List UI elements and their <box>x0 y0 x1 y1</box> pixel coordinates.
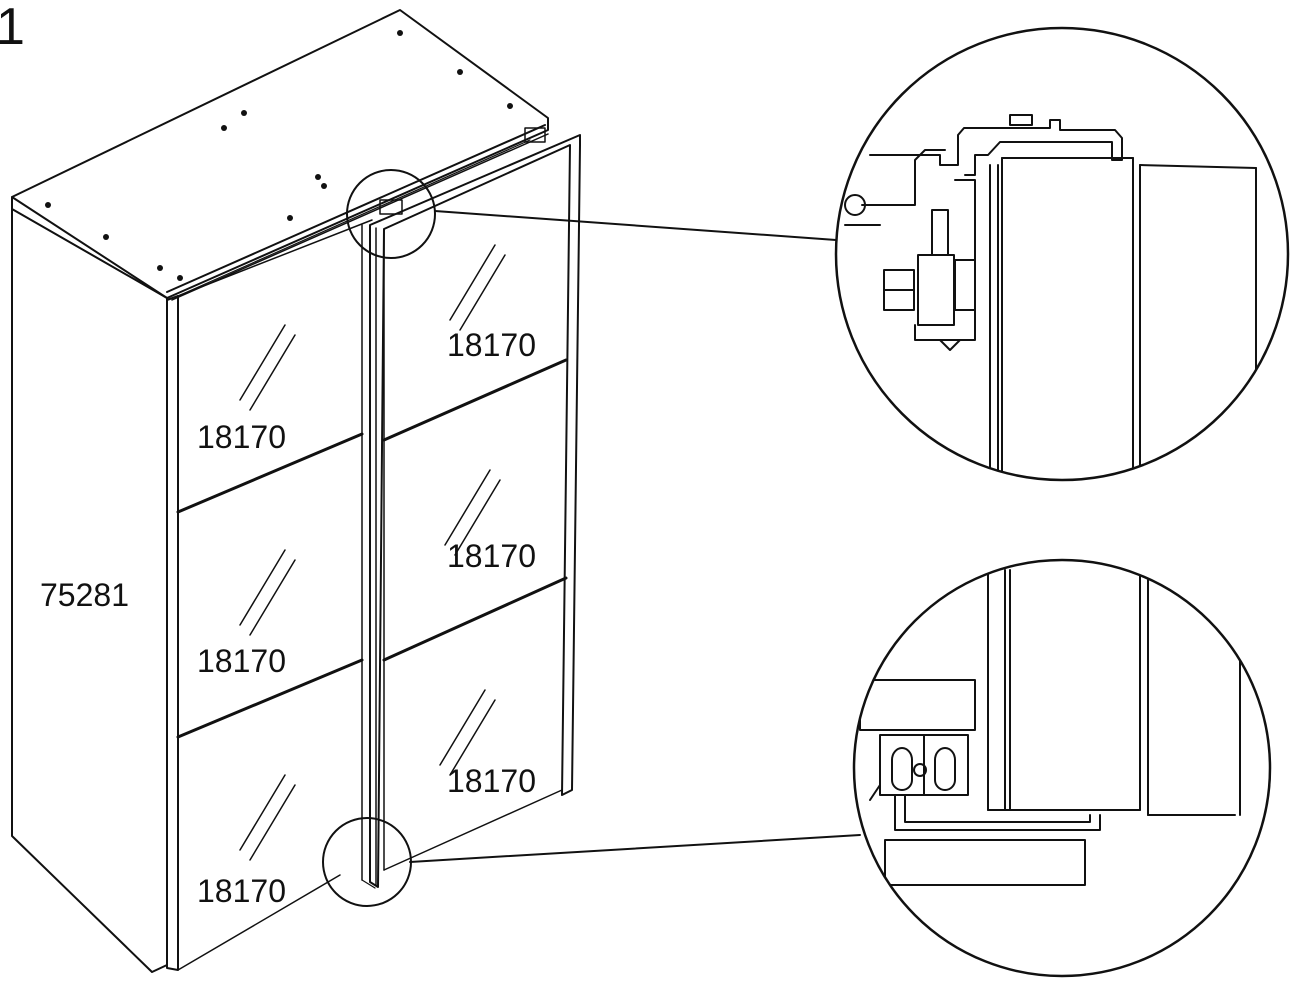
side-panel <box>11 196 168 973</box>
glass-right-middle-label: 18170 <box>447 538 536 574</box>
wardrobe: 75281 <box>11 9 581 973</box>
detail-view-top-roller <box>834 26 1290 482</box>
glass-left-top-label: 18170 <box>197 419 286 455</box>
leader-line-top <box>434 210 837 241</box>
right-door-divider-bottom <box>382 576 568 662</box>
callout-bottom-marker <box>322 817 412 907</box>
leader-line-bottom <box>409 834 861 863</box>
left-door-divider-top <box>176 432 364 514</box>
glass-right-bottom-label: 18170 <box>447 763 536 799</box>
glass-left-middle-label: 18170 <box>197 643 286 679</box>
right-door-divider-top <box>382 358 568 442</box>
step-number: 1 <box>0 0 25 56</box>
detail-view-bottom-guide <box>852 558 1272 978</box>
glass-left-bottom-label: 18170 <box>197 873 286 909</box>
glass-right-top-label: 18170 <box>447 327 536 363</box>
left-sliding-door <box>166 219 373 971</box>
right-sliding-door <box>361 127 581 889</box>
top-rail <box>166 124 549 301</box>
glass-reflection-marks <box>239 244 506 861</box>
side-panel-label: 75281 <box>40 577 129 613</box>
top-panel-holes <box>45 30 513 281</box>
left-door-divider-bottom <box>176 658 364 739</box>
callout-top-marker <box>346 169 436 259</box>
